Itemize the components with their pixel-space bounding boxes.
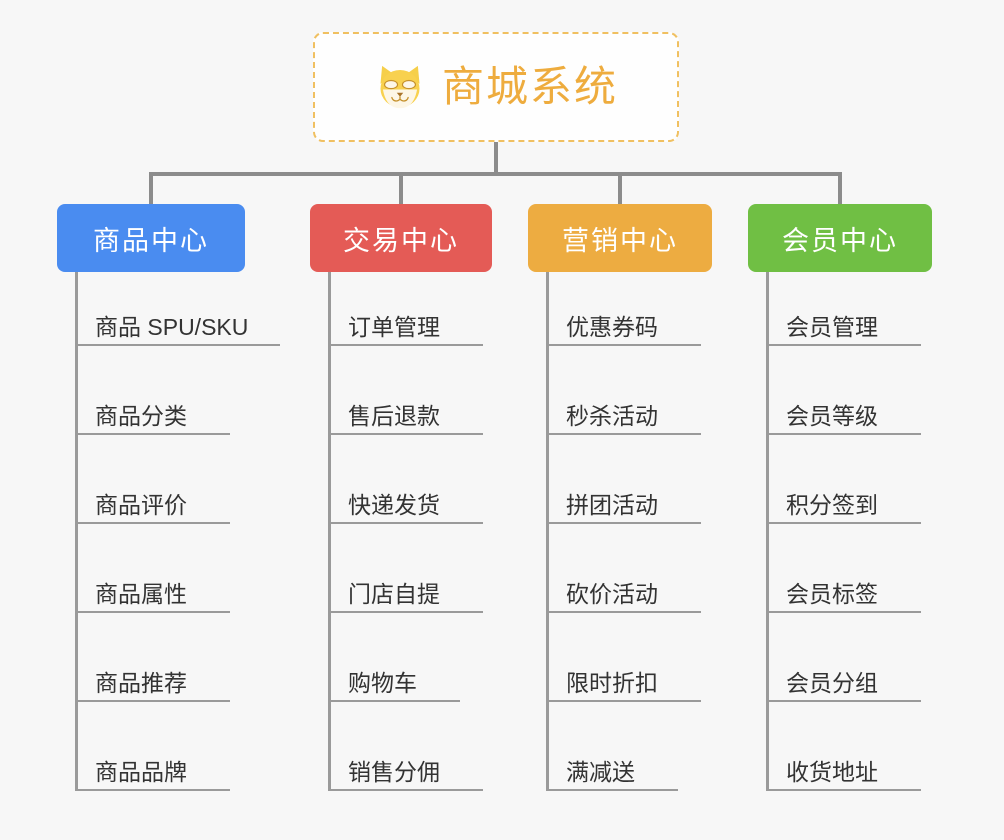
leaf-item-label: 快递发货 [348,492,440,518]
leaf-item-label: 订单管理 [348,314,440,340]
category-box-1[interactable]: 商品中心 [57,204,245,272]
leaf-item[interactable]: 商品评价 [75,450,230,524]
category-box-3[interactable]: 营销中心 [528,204,712,272]
leaf-item-label: 商品评价 [95,492,187,518]
leaf-item[interactable]: 商品推荐 [75,628,230,702]
connector-drop-1 [149,172,153,204]
leaf-item-label: 售后退款 [348,403,440,429]
leaf-item-label: 销售分佣 [348,759,440,785]
leaf-item-label: 商品品牌 [95,759,187,785]
column-spine [766,272,769,791]
shiba-dog-face-icon [374,61,426,113]
root-node[interactable]: 商城系统 [313,32,679,142]
leaf-item-label: 门店自提 [348,581,440,607]
leaf-item[interactable]: 订单管理 [328,272,483,346]
leaf-item[interactable]: 售后退款 [328,361,483,435]
leaf-item[interactable]: 积分签到 [766,450,921,524]
leaf-item[interactable]: 收货地址 [766,717,921,791]
leaf-item[interactable]: 满减送 [546,717,678,791]
leaf-item[interactable]: 会员分组 [766,628,921,702]
column-spine [546,272,549,791]
connector-root-vertical [494,142,498,176]
leaf-item[interactable]: 商品品牌 [75,717,230,791]
leaf-item-label: 商品分类 [95,403,187,429]
leaf-item[interactable]: 拼团活动 [546,450,701,524]
leaf-item[interactable]: 商品分类 [75,361,230,435]
leaf-item-label: 商品推荐 [95,670,187,696]
leaf-item[interactable]: 会员等级 [766,361,921,435]
leaf-item[interactable]: 砍价活动 [546,539,701,613]
leaf-item[interactable]: 购物车 [328,628,460,702]
leaf-item-label: 会员等级 [786,403,878,429]
leaf-item-label: 购物车 [348,670,417,696]
category-label: 会员中心 [782,225,898,256]
leaf-item-label: 积分签到 [786,492,878,518]
leaf-item[interactable]: 门店自提 [328,539,483,613]
leaf-item[interactable]: 优惠券码 [546,272,701,346]
column-spine [75,272,78,791]
leaf-item[interactable]: 商品属性 [75,539,230,613]
leaf-item-label: 会员分组 [786,670,878,696]
leaf-item[interactable]: 限时折扣 [546,628,701,702]
leaf-item[interactable]: 快递发货 [328,450,483,524]
connector-drop-2 [399,172,403,204]
leaf-item-label: 会员管理 [786,314,878,340]
category-box-2[interactable]: 交易中心 [310,204,492,272]
leaf-item-label: 优惠券码 [566,314,658,340]
leaf-item-label: 会员标签 [786,581,878,607]
leaf-item-label: 商品属性 [95,581,187,607]
connector-drop-4 [838,172,842,204]
leaf-item-label: 秒杀活动 [566,403,658,429]
leaf-item[interactable]: 商品 SPU/SKU [75,272,280,346]
category-label: 营销中心 [562,225,678,256]
leaf-item-label: 拼团活动 [566,492,658,518]
connector-horizontal-bar [150,172,840,176]
leaf-item[interactable]: 秒杀活动 [546,361,701,435]
leaf-item-label: 满减送 [566,759,635,785]
column-spine [328,272,331,791]
category-box-4[interactable]: 会员中心 [748,204,932,272]
category-label: 商品中心 [93,225,209,256]
category-label: 交易中心 [343,225,459,256]
connector-drop-3 [618,172,622,204]
leaf-item-label: 收货地址 [786,759,878,785]
leaf-item-label: 商品 SPU/SKU [95,314,249,340]
leaf-item[interactable]: 销售分佣 [328,717,483,791]
leaf-item[interactable]: 会员管理 [766,272,921,346]
root-title: 商城系统 [441,63,618,110]
leaf-item-label: 限时折扣 [566,670,658,696]
leaf-item[interactable]: 会员标签 [766,539,921,613]
leaf-item-label: 砍价活动 [566,581,658,607]
